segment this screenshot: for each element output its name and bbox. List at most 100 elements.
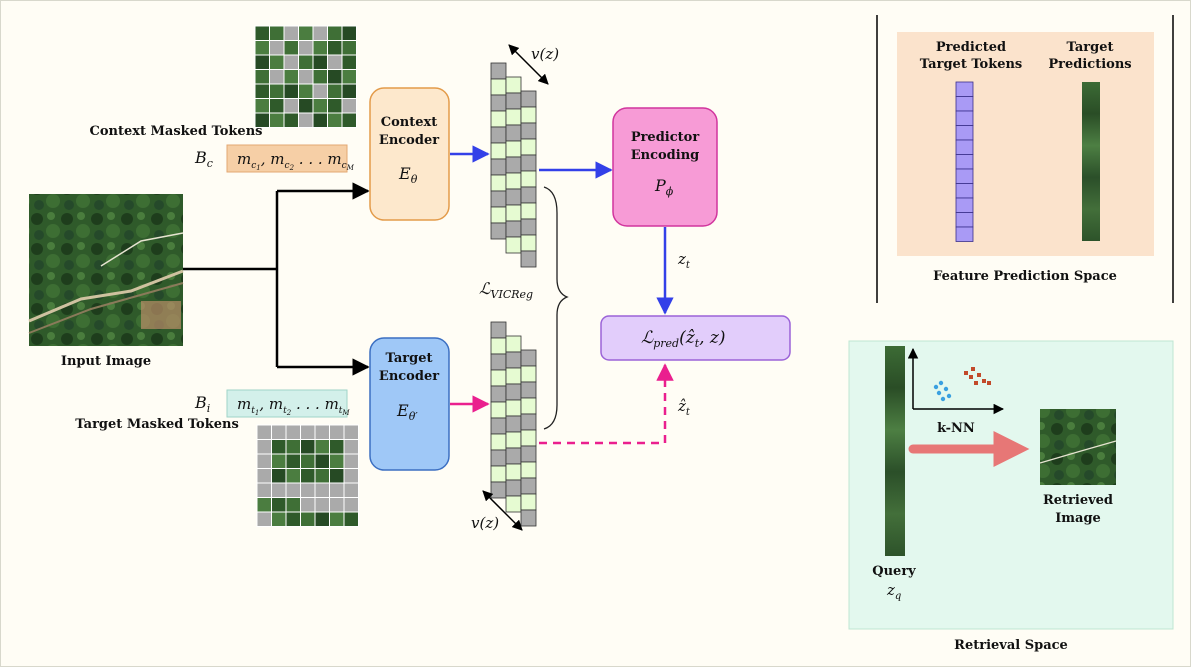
grid-cell	[327, 25, 343, 41]
grid-cell	[254, 98, 270, 114]
svg-text:Encoding: Encoding	[631, 148, 700, 163]
scatter-point-red	[982, 379, 986, 383]
grid-cell	[343, 453, 359, 469]
svg-text:Predictor: Predictor	[631, 130, 700, 145]
embedding-token	[490, 94, 507, 112]
grid-cell	[298, 69, 314, 85]
grid-cell	[300, 511, 316, 527]
scatter-point-red	[971, 367, 975, 371]
zhat-t-label: ẑt	[677, 397, 691, 418]
embedding-token	[490, 78, 507, 96]
input-image	[28, 194, 184, 346]
predicted-token	[955, 183, 974, 199]
embedding-token	[490, 190, 507, 208]
grid-cell	[271, 468, 287, 484]
target-masked-grid	[256, 424, 359, 527]
grid-cell	[254, 25, 270, 41]
grid-cell	[300, 439, 316, 455]
grid-cell	[256, 468, 272, 484]
predicted-token	[955, 125, 974, 141]
embedding-token	[505, 92, 522, 110]
zt-label: zt	[677, 250, 691, 271]
predicted-token	[955, 110, 974, 126]
embedding-token	[520, 122, 537, 140]
embedding-token	[520, 90, 537, 108]
grid-cell	[314, 439, 330, 455]
embedding-token	[520, 234, 537, 252]
grid-cell	[343, 482, 359, 498]
grid-cell	[341, 98, 357, 114]
grid-cell	[254, 83, 270, 99]
embedding-token	[490, 481, 507, 499]
grid-cell	[341, 112, 357, 128]
embedding-token	[490, 62, 507, 80]
grid-cell	[314, 468, 330, 484]
embedding-token	[490, 222, 507, 240]
grid-cell	[298, 54, 314, 70]
grid-cell	[285, 468, 301, 484]
embedding-token	[505, 236, 522, 254]
grid-cell	[256, 424, 272, 440]
grid-cell	[329, 468, 345, 484]
embedding-token	[490, 321, 507, 339]
embedding-token	[520, 493, 537, 511]
grid-cell	[285, 424, 301, 440]
grid-cell	[283, 69, 299, 85]
grid-cell	[269, 54, 285, 70]
scatter-point-blue	[936, 390, 942, 396]
embedding-token	[520, 218, 537, 236]
grid-cell	[271, 497, 287, 513]
svg-text:Encoder: Encoder	[379, 133, 439, 148]
knn-scatter	[933, 367, 991, 402]
zq-label: zq	[886, 581, 901, 602]
embedding-token	[520, 413, 537, 431]
predicted-token	[955, 168, 974, 184]
embedding-token	[505, 124, 522, 142]
vz-bottom-double-arrow	[482, 490, 523, 531]
context-masked-grid	[254, 25, 357, 128]
grid-cell	[300, 482, 316, 498]
context-tokens-formula: mc1, mc2 . . . mcM	[237, 150, 355, 172]
embedding-token	[490, 433, 507, 451]
predicted-token	[955, 96, 974, 112]
grid-cell	[254, 69, 270, 85]
embedding-token	[490, 337, 507, 355]
grid-cell	[285, 497, 301, 513]
scatter-point-blue	[946, 393, 952, 399]
retrieval-space-label: Retrieval Space	[954, 638, 1068, 653]
embedding-token	[505, 495, 522, 513]
grid-cell	[271, 424, 287, 440]
grid-cell	[343, 439, 359, 455]
target-masked-tokens-label: Target Masked Tokens	[75, 417, 239, 432]
predicted-token	[955, 197, 974, 213]
grid-cell	[269, 40, 285, 56]
retrieved-label-1: Retrieved	[1043, 493, 1113, 508]
grid-cell	[343, 424, 359, 440]
grid-cell	[271, 453, 287, 469]
grid-cell	[256, 453, 272, 469]
embedding-token	[520, 445, 537, 463]
embedding-token	[520, 349, 537, 367]
embedding-token	[520, 381, 537, 399]
scatter-point-red	[977, 373, 981, 377]
grid-cell	[298, 112, 314, 128]
embedding-token	[490, 158, 507, 176]
grid-cell	[300, 468, 316, 484]
embedding-token	[505, 76, 522, 94]
grid-cell	[285, 482, 301, 498]
grid-cell	[343, 497, 359, 513]
scatter-point-blue	[938, 380, 944, 386]
grid-cell	[327, 98, 343, 114]
embedding-token	[520, 154, 537, 172]
embedding-token	[520, 397, 537, 415]
scatter-point-blue	[933, 384, 939, 390]
scatter-point-red	[964, 371, 968, 375]
grid-cell	[254, 40, 270, 56]
grid-cell	[329, 424, 345, 440]
grid-cell	[269, 98, 285, 114]
embedding-token	[520, 170, 537, 188]
grid-cell	[312, 40, 328, 56]
grid-cell	[285, 453, 301, 469]
target-predictions-label-1: Target	[1066, 40, 1113, 55]
